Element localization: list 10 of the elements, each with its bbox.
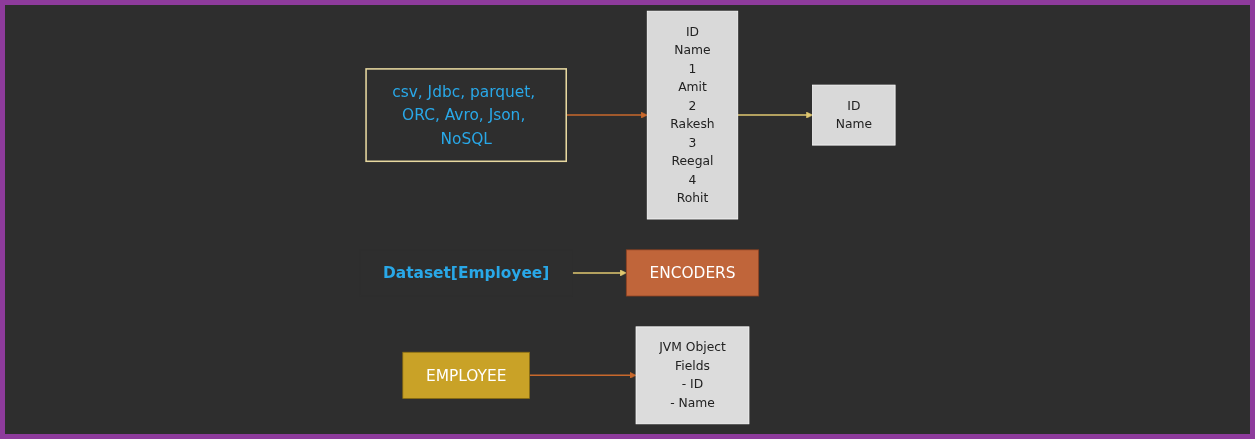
node-box: EMPLOYEE (402, 351, 530, 399)
node-box: JVM Object Fields - ID - Name (635, 326, 750, 425)
node-box: ID Name 1 Amit 2 Rakesh 3 Reegal 4 Rohit (646, 10, 739, 220)
node-box: csv, Jdbc, parquet, ORC, Avro, Json, NoSQL (365, 68, 567, 163)
node-box: ENCODERS (625, 249, 760, 297)
arrow (571, 269, 627, 277)
arrow (528, 371, 637, 379)
node-text: Dataset[Employee] (382, 263, 550, 283)
arrow (737, 111, 813, 119)
node-box: ID Name (812, 84, 896, 146)
